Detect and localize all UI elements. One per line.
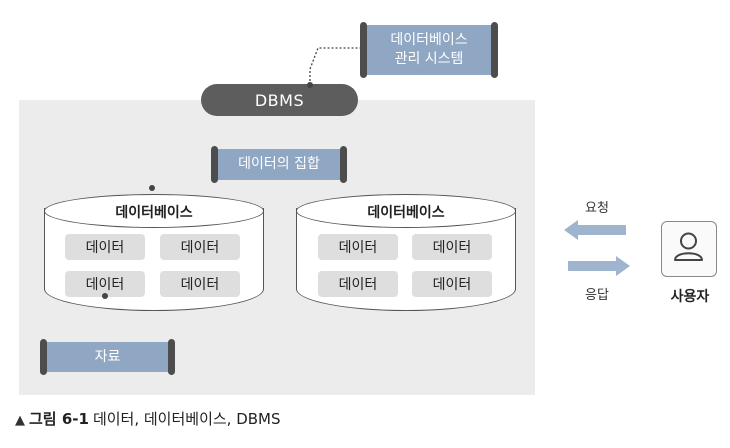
request-label: 요청 [585, 201, 609, 216]
dbms-pill: DBMS [201, 84, 358, 116]
dbms-label-line: 관리 시스템 [394, 51, 464, 67]
data-cell: 데이터 [65, 234, 145, 260]
data-cell: 데이터 [318, 271, 398, 297]
data-item-label: 자료 [40, 339, 175, 375]
data-cell: 데이터 [412, 234, 492, 260]
data-cell: 데이터 [160, 234, 240, 260]
dbms-label-line: 데이터베이스 [390, 32, 468, 49]
connector-dot [307, 82, 313, 88]
data-set-label: 데이터의 집합 [211, 146, 347, 183]
response-label: 응답 [585, 288, 609, 303]
user-box [661, 221, 717, 277]
dbms-label: 데이터베이스 관리 시스템 [360, 22, 498, 78]
data-cell: 데이터 [160, 271, 240, 297]
data-cell: 데이터 [412, 271, 492, 297]
data-cell: 데이터 [318, 234, 398, 260]
data-cell: 데이터 [65, 271, 145, 297]
caption-text: 데이터, 데이터베이스, DBMS [92, 410, 281, 428]
caption-marker: ▲ [15, 413, 25, 428]
database-cylinder-2-top [296, 194, 516, 228]
database-cylinder-1-top [44, 194, 264, 228]
user-icon [674, 232, 703, 261]
database-title-1: 데이터베이스 [115, 205, 193, 221]
database-title-2: 데이터베이스 [367, 205, 445, 221]
request-arrow-icon [564, 220, 626, 240]
connector-dot [102, 293, 108, 299]
user-label: 사용자 [670, 289, 710, 305]
caption-lead: 그림 6-1 [29, 410, 89, 428]
connector-dot [149, 185, 155, 191]
response-arrow-icon [568, 256, 630, 276]
